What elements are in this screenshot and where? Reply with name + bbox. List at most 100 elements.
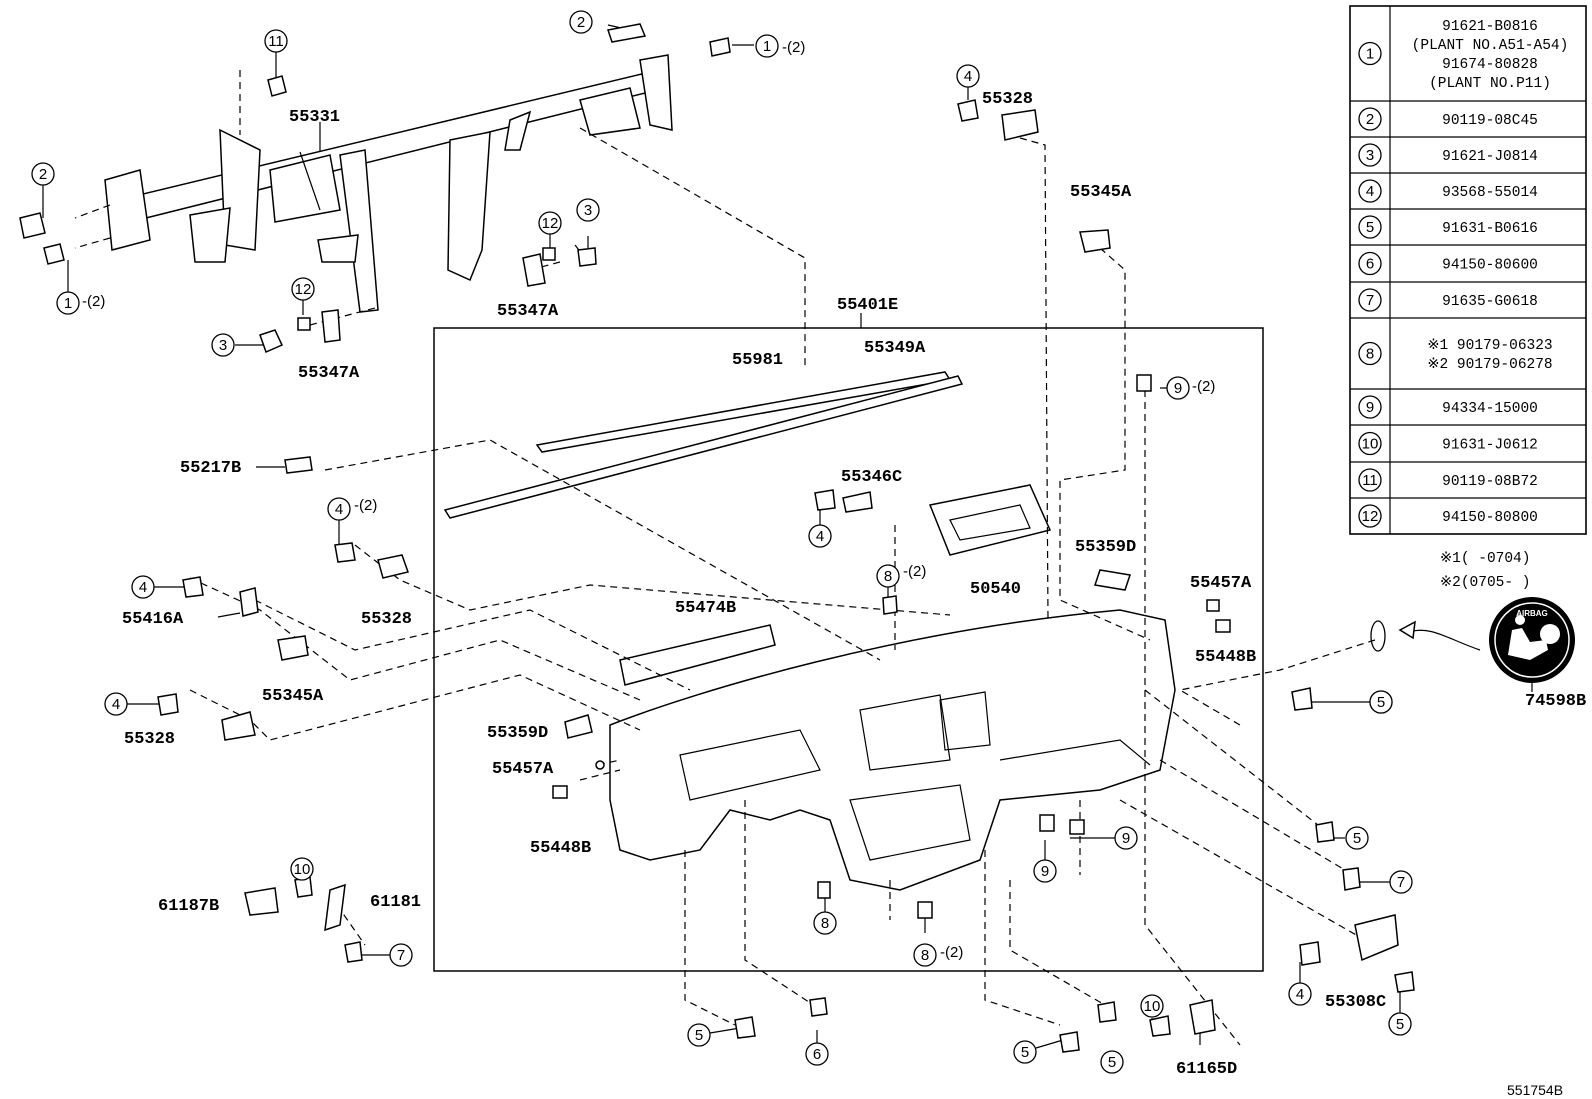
callout-circle <box>327 497 351 521</box>
callout-c4c: 4 <box>131 575 155 599</box>
callout-circle <box>1388 1012 1412 1036</box>
label-location-ellipse <box>1370 620 1386 652</box>
part-55345a-top: 55345A <box>1070 183 1132 202</box>
part-55474b-shape <box>619 624 776 686</box>
legend-key: 8 <box>1366 346 1374 363</box>
legend-key: 2 <box>1366 111 1374 128</box>
legend-part-number: 91621-J0814 <box>1442 149 1538 165</box>
callout-circle <box>876 564 900 588</box>
callout-number: 8 <box>921 947 929 964</box>
callout-number: 12 <box>542 215 559 232</box>
callout-number: 10 <box>1144 998 1161 1015</box>
legend-part-number: (PLANT NO.A51-A54) <box>1412 38 1569 54</box>
callout-c4b: 4 <box>327 497 351 521</box>
callout-number: 9 <box>1122 830 1130 847</box>
callout-c6: 6 <box>805 1042 829 1066</box>
drawing-code: 551754B <box>1507 1082 1563 1098</box>
legend-part-number: 91621-B0816 <box>1442 19 1538 35</box>
callout-circle <box>1288 982 1312 1006</box>
legend-key-circle <box>1358 251 1382 276</box>
qty-c8a: -(2) <box>903 563 926 580</box>
part-55448b-right: 55448B <box>1195 648 1256 667</box>
legend-part-number: 91631-B0616 <box>1442 221 1538 237</box>
callout-circle <box>211 333 235 357</box>
part-55448b-left: 55448B <box>530 839 591 858</box>
callout-c7b: 7 <box>389 943 413 967</box>
part-55349a: 55349A <box>864 339 926 358</box>
callout-circle <box>805 1042 829 1066</box>
callout-number: 2 <box>577 14 585 31</box>
part-55457a-left: 55457A <box>492 760 554 779</box>
callout-circle <box>576 198 600 222</box>
callout-circle <box>1345 826 1369 850</box>
callout-c9a: 9 <box>1166 376 1190 400</box>
callout-c5d: 5 <box>687 1023 711 1047</box>
callout-circle <box>687 1023 711 1047</box>
legend-key-circle <box>1358 179 1382 203</box>
svg-text:AIRBAG: AIRBAG <box>1516 609 1548 618</box>
callout-number: 4 <box>139 579 147 596</box>
legend-part-number: 90119-08B72 <box>1442 474 1538 490</box>
legend-row: 8※1 90179-06323※2 90179-06278 <box>1358 338 1553 373</box>
callout-number: 5 <box>1108 1054 1116 1071</box>
callout-number: 5 <box>1353 830 1361 847</box>
callout-c12b: 12 <box>291 277 315 301</box>
callout-circle <box>389 943 413 967</box>
callout-number: 7 <box>397 947 405 964</box>
callout-number: 4 <box>335 501 343 518</box>
callout-c4d: 4 <box>104 692 128 716</box>
legend-part-number: 93568-55014 <box>1442 185 1538 201</box>
callout-number: 4 <box>112 696 120 713</box>
callout-number: 1 <box>64 295 72 312</box>
legend-key: 7 <box>1366 292 1374 309</box>
callout-c9b: 9 <box>1033 859 1057 883</box>
callout-c8c: 8 <box>913 943 937 967</box>
legend-key-circle <box>1358 41 1382 66</box>
callout-number: 7 <box>1397 874 1405 891</box>
part-55345a-left: 55345A <box>262 687 324 706</box>
callout-c11: 11 <box>264 29 288 53</box>
part-55359d-left: 55359D <box>487 724 548 743</box>
callout-number: 4 <box>964 68 972 85</box>
part-55328-left: 55328 <box>124 730 175 749</box>
part-55474b: 55474B <box>675 599 736 618</box>
part-61181: 61181 <box>370 893 421 912</box>
part-55401e: 55401E <box>837 296 898 315</box>
callout-c10b: 10 <box>1140 994 1164 1018</box>
callout-c5b: 5 <box>1345 826 1369 850</box>
arrow-head-icon <box>1398 620 1416 640</box>
part-50540: 50540 <box>970 580 1021 599</box>
legend-key-circle <box>1358 107 1382 131</box>
callout-circle <box>913 943 937 967</box>
callout-c3b: 3 <box>576 198 600 222</box>
legend-part-number: 94150-80800 <box>1442 510 1538 526</box>
legend-key: 5 <box>1366 219 1374 236</box>
callout-c5e: 5 <box>1013 1040 1037 1064</box>
callout-number: 11 <box>268 33 284 50</box>
callout-c5c: 5 <box>1388 1012 1412 1036</box>
callout-circle <box>1140 994 1164 1018</box>
legend-key: 6 <box>1366 256 1374 273</box>
legend-key: 10 <box>1362 436 1379 453</box>
arrow-line <box>1409 629 1481 651</box>
legend-part-number: 94150-80600 <box>1442 258 1538 274</box>
part-55457a-right: 55457A <box>1190 574 1252 593</box>
callout-c2a: 2 <box>569 10 593 34</box>
part-55416a: 55416A <box>122 610 184 629</box>
callout-circle <box>755 34 779 58</box>
callout-circle <box>290 857 314 881</box>
callout-c3a: 3 <box>211 333 235 357</box>
note-2: ※2(0705- ) <box>1440 575 1530 591</box>
callout-number: 3 <box>584 202 592 219</box>
qty-c8c: -(2) <box>940 944 963 961</box>
callout-number: 5 <box>1396 1016 1404 1033</box>
part-61165d: 61165D <box>1176 1060 1237 1079</box>
callout-number: 2 <box>39 166 47 183</box>
callout-c2b: 2 <box>31 162 55 186</box>
